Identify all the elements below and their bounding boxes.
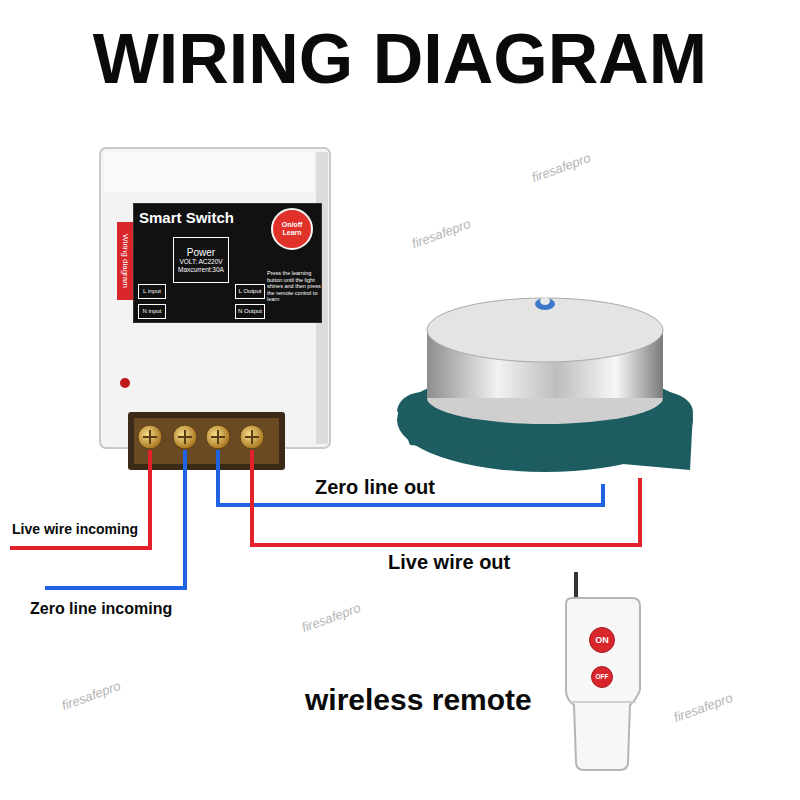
zero-wire-out — [218, 450, 603, 505]
remote-body — [566, 598, 640, 770]
node-text: L Output — [239, 288, 262, 295]
node-text: L input — [143, 288, 161, 295]
diagram-title: WIRING DIAGRAM — [0, 24, 800, 94]
screw-slots — [143, 430, 259, 444]
instruction-text: Press the learning button until the ligh… — [267, 270, 321, 303]
power-box: PowerVOLT: AC220VMaxcurrent:30A — [173, 237, 229, 283]
bell-top — [427, 298, 663, 362]
wire-label: Live wire out — [388, 551, 510, 574]
remote-caption: wireless remote — [305, 683, 532, 718]
terminal-label: N input — [138, 304, 166, 319]
zero-wire-in — [45, 450, 185, 588]
node-text: N input — [142, 308, 161, 315]
node-text: Power — [187, 247, 215, 259]
bell-knob — [540, 297, 550, 305]
wiring-strip: Wiring diagram — [117, 222, 133, 300]
watermark: firesafepro — [410, 217, 473, 252]
node-text: OFF — [596, 673, 609, 680]
watermark: firesafepro — [300, 601, 363, 636]
strip-text: Wiring diagram — [121, 234, 129, 288]
node-detail: Maxcurrent:30A — [178, 266, 224, 273]
on-button: ON — [589, 627, 615, 653]
live-wire-in — [10, 450, 150, 548]
node-detail: VOLT: AC220V — [179, 258, 222, 265]
wire-label: Zero line out — [315, 476, 435, 499]
label-panel: Smart SwitchPress the learning button un… — [133, 203, 322, 323]
indicator-led — [120, 378, 130, 388]
wire-label: Zero line incoming — [30, 600, 172, 618]
switch-housing — [100, 148, 330, 448]
watermark: firesafepro — [60, 679, 123, 714]
terminal-label: N Output — [235, 304, 265, 319]
node-text: ON — [595, 635, 609, 645]
node-text: N Output — [238, 308, 262, 315]
wire-label: Live wire incoming — [12, 521, 138, 537]
terminal-plate — [134, 418, 279, 464]
node-text: On/off Learn — [276, 221, 308, 237]
off-button: OFF — [591, 666, 613, 688]
watermark: firesafepro — [530, 151, 593, 186]
panel-heading: Smart Switch — [139, 209, 267, 227]
learn-button: On/off Learn — [271, 208, 313, 250]
terminal-label: L Output — [235, 284, 265, 299]
bell-knob-ring — [535, 298, 555, 310]
remote-seam — [570, 701, 636, 703]
watermark: firesafepro — [672, 691, 735, 726]
housing-top — [104, 152, 314, 192]
live-wire-out — [252, 450, 640, 545]
terminal-label: L input — [138, 284, 166, 299]
